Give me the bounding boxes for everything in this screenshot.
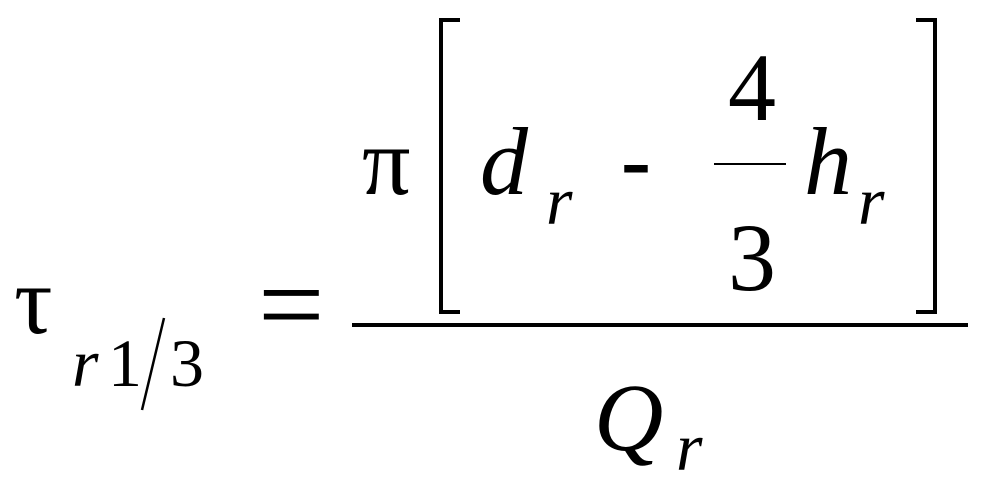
left-bracket [439,18,460,314]
lhs-subscript-denominator: 3 [170,325,204,401]
h-subscript: r [858,163,885,239]
q-variable: Q [594,364,663,471]
right-bracket [916,18,937,314]
tau-symbol: τ [14,247,53,354]
denominator: Q r [594,364,703,485]
equals-sign: = [258,239,325,370]
coefficient-denominator: 3 [728,204,776,311]
numerator: π d r - 4 3 h r [362,18,937,314]
d-variable: d [480,108,529,215]
lhs-subscript-slash [140,317,166,411]
lhs-subscript-variable: r [72,325,99,401]
lhs: τ r 1 3 [14,247,204,411]
lhs-subscript-numerator: 1 [108,325,142,401]
coefficient-numerator: 4 [728,34,776,141]
d-subscript: r [546,163,573,239]
h-variable: h [804,108,852,215]
pi-symbol: π [362,108,410,215]
minus-sign: - [620,108,652,215]
q-subscript: r [676,409,703,485]
